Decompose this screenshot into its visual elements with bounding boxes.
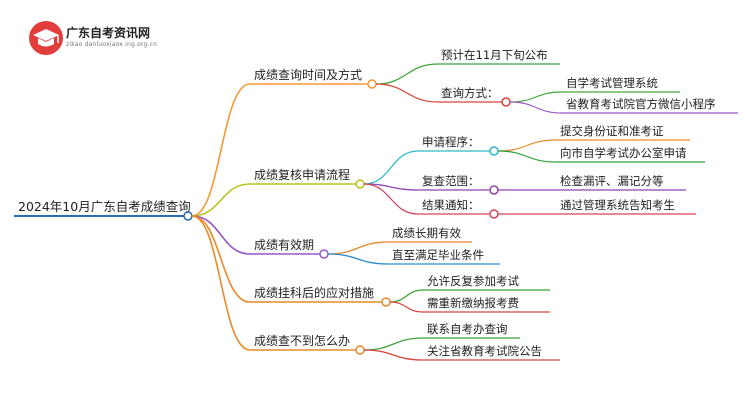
branch-label: 成绩查询时间及方式 — [254, 67, 362, 82]
sub-knot — [489, 185, 499, 195]
branch-knot — [355, 179, 365, 189]
sub-label: 预计在11月下旬公布 — [441, 48, 548, 62]
leaf-connector — [497, 150, 557, 163]
sub-connector — [389, 289, 424, 303]
leaf-label: 提交身份证和准考证 — [560, 124, 664, 138]
branch-connector — [191, 215, 251, 303]
leaf-label: 向市自学考试办公室申请 — [560, 146, 687, 160]
sub-knot — [489, 209, 499, 219]
sub-label: 查询方式： — [441, 86, 499, 100]
leaf-label: 通过管理系统告知考生 — [560, 198, 675, 212]
branch-knot — [381, 297, 391, 307]
sub-label: 联系自考办查询 — [427, 322, 508, 336]
sub-label: 允许反复参加考试 — [427, 274, 519, 288]
leaf-label: 省教育考试院官方微信小程序 — [566, 97, 716, 111]
sub-connector — [375, 83, 439, 103]
leaf-connector — [497, 139, 557, 152]
sub-label: 申请程序： — [422, 135, 480, 149]
sub-connector — [363, 150, 419, 185]
branch-knot — [367, 79, 377, 89]
sub-label: 复查范围： — [422, 174, 480, 188]
sub-connector — [363, 349, 424, 361]
branch-connector — [191, 183, 251, 217]
site-name: 广东自考资讯网 — [66, 26, 151, 40]
leaf-connector — [509, 91, 563, 103]
sub-label: 成绩长期有效 — [392, 226, 461, 240]
branch-label: 成绩查不到怎么办 — [254, 333, 350, 348]
sub-knot — [489, 146, 499, 156]
sub-connector — [363, 183, 419, 215]
branch-knot — [319, 249, 329, 259]
leaf-label: 检查漏评、漏记分等 — [560, 174, 664, 188]
sub-label: 结果通知： — [422, 198, 480, 212]
branch-connector — [191, 215, 251, 255]
sub-label: 需重新缴纳报考费 — [427, 296, 519, 310]
branch-knot — [355, 345, 365, 355]
root-knot — [183, 211, 193, 221]
sub-connector — [375, 63, 439, 85]
branch-connector — [191, 215, 251, 351]
leaf-connector — [509, 101, 563, 114]
sub-knot — [501, 97, 511, 107]
branch-label: 成绩挂科后的应对措施 — [254, 285, 374, 300]
branch-label: 成绩有效期 — [254, 237, 314, 252]
branch-connector — [191, 83, 251, 217]
branch-label: 成绩复核申请流程 — [254, 167, 350, 182]
graduation-cap-icon — [28, 20, 64, 56]
leaf-label: 自学考试管理系统 — [566, 76, 658, 90]
sub-connector — [327, 253, 389, 265]
sub-label: 直至满足毕业条件 — [392, 248, 484, 262]
sub-connector — [389, 301, 424, 313]
sub-connector — [327, 241, 389, 255]
site-url: zikao danluoxiaox ing.org.cn — [66, 41, 158, 48]
sub-label: 关注省教育考试院公告 — [427, 344, 542, 358]
sub-connector — [363, 337, 424, 351]
root-label: 2024年10月广东自考成绩查询 — [18, 199, 191, 214]
